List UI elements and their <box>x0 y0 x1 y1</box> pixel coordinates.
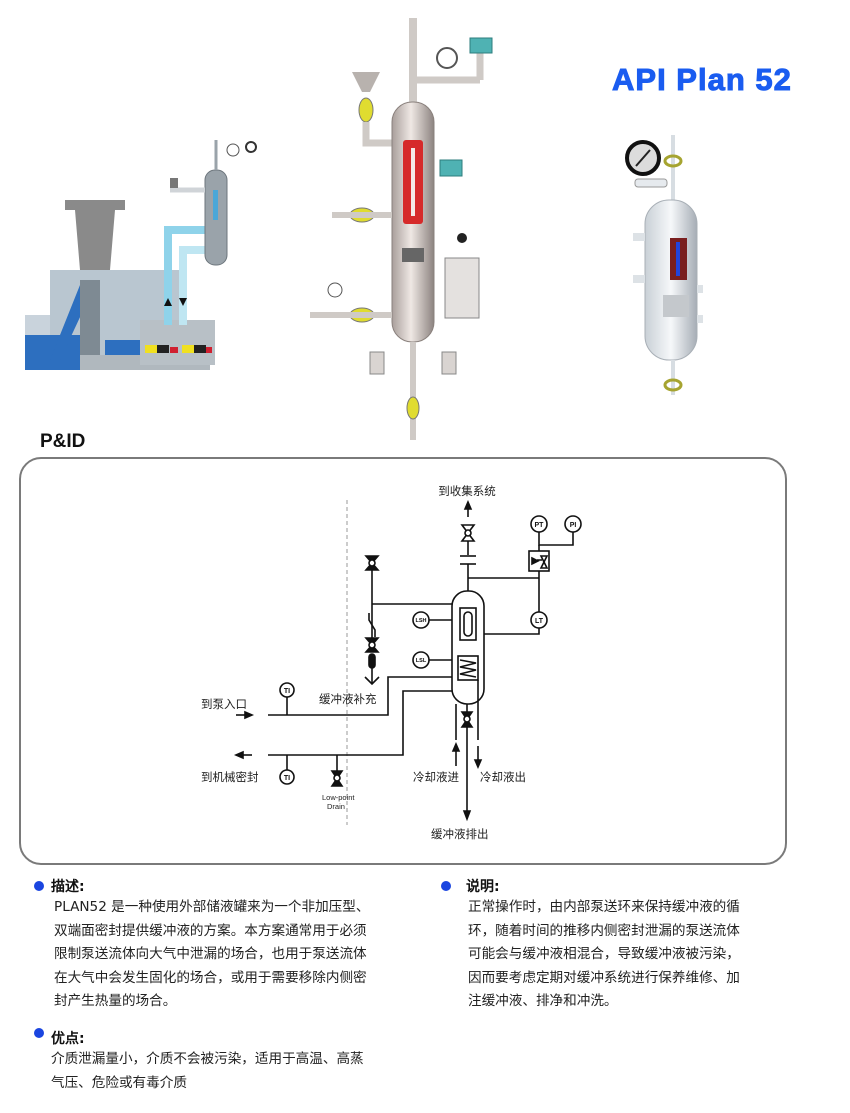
pressure-gauge-icon <box>436 47 458 69</box>
notes-line: 正常操作时，由内部泵送环来保持缓冲液的循 <box>468 899 740 915</box>
arrow-right-icon <box>244 710 255 720</box>
seal-gland <box>140 320 215 365</box>
line-to-mech-seal <box>268 690 452 756</box>
valve-ring-icon <box>663 154 683 168</box>
notes-line: 环，随着时间的推移内侧密封泄漏的泵送流体 <box>468 922 740 939</box>
label-buffer-drain: 缓冲液排出 <box>431 827 489 841</box>
fill-funnel <box>352 72 380 92</box>
flow-arrow-up-icon <box>164 298 172 306</box>
transmitter-icon <box>469 37 493 54</box>
label-to-mech-seal: 到机械密封 <box>201 770 259 784</box>
lsh-label: LSH <box>416 618 427 624</box>
coolant-out-arrow-icon <box>473 759 483 770</box>
nameplate <box>402 248 424 262</box>
notes-body: 正常操作时，由内部泵送环来保持缓冲液的循 环，随着时间的推移内侧密封泄漏的泵送流… <box>468 896 740 1014</box>
bullet-icon <box>34 1028 44 1038</box>
pump-nozzle <box>65 200 125 270</box>
pressure-gauge-icon <box>327 282 343 298</box>
pi-label: PI <box>570 522 577 529</box>
instrument-ti-1 <box>279 682 295 698</box>
coolant-in-arrow-icon <box>451 741 461 752</box>
pid-label: P&ID <box>40 431 86 452</box>
notes-heading: 说明: <box>466 879 500 895</box>
pt-label: PT <box>535 522 545 529</box>
arrow-down-open-icon <box>364 676 380 686</box>
page-title: API Plan 52 <box>612 62 792 98</box>
notes-line: 因而要考虑定期对缓冲系统进行保养维修、加 <box>468 969 740 986</box>
description-line: 在大气中会发生固化的场合，或用于需要移除内侧密 <box>54 969 367 986</box>
arrow-left-icon <box>233 750 244 760</box>
advantages-heading: 优点: <box>51 1031 85 1047</box>
label-coolant-out: 冷却液出 <box>480 770 526 784</box>
pid-frame <box>19 457 787 865</box>
arrow-down-icon <box>462 810 472 822</box>
label-low-point: Low-point <box>322 793 355 802</box>
advantages-line: 气压、危险或有毒介质 <box>51 1074 187 1091</box>
check-valve-icon <box>368 613 376 637</box>
supply-pipe <box>164 226 205 325</box>
advantages-line: 介质泄漏量小，介质不会被污染，适用于高温、高蒸 <box>51 1051 364 1067</box>
instrument-ti-2 <box>279 769 295 785</box>
pressure-gauge-icon <box>226 143 240 157</box>
label-buffer-makeup: 缓冲液补充 <box>319 692 377 706</box>
ti-label-1: TI <box>284 688 290 695</box>
line-to-pump-inlet <box>268 676 452 716</box>
label-coolant-in: 冷却液进 <box>413 770 459 784</box>
flow-arrow-down-icon <box>179 298 187 306</box>
shaft <box>80 280 100 365</box>
arrow-up-icon <box>463 499 473 510</box>
lt-label: LT <box>535 618 544 625</box>
notes-line: 可能会与缓冲液相混合，导致缓冲液被污染， <box>468 946 740 962</box>
transmitter-icon <box>439 159 463 177</box>
description-line: 限制泵送流体向大气中泄漏的场合，也用于泵送流体 <box>54 946 367 962</box>
notes-line: 注缓冲液、排净和冲洗。 <box>468 993 618 1009</box>
valve-ring-icon <box>663 378 683 392</box>
ti-label-2: TI <box>284 775 290 782</box>
lsl-label: LSL <box>416 658 427 664</box>
bullet-icon <box>441 881 451 891</box>
bullet-icon <box>34 881 44 891</box>
valve-yellow-icon <box>406 396 420 420</box>
reservoir-assembly-illustration <box>310 18 493 440</box>
advantages-body: 介质泄漏量小，介质不会被污染，适用于高温、高蒸 气压、危险或有毒介质 <box>51 1048 364 1095</box>
description-line: PLAN52 是一种使用外部储液罐来为一个非加压型、 <box>54 899 370 915</box>
level-switch-box <box>444 257 480 319</box>
description-heading: 描述: <box>51 879 85 895</box>
pump-seal-system-illustration <box>25 140 257 370</box>
description-body: PLAN52 是一种使用外部储液罐来为一个非加压型、 双端面密封提供缓冲液的方案… <box>54 896 369 1014</box>
label-drain: Drain <box>327 802 345 811</box>
label-to-collection: 到收集系统 <box>438 484 496 498</box>
sight-glass-icon <box>459 607 477 641</box>
quick-connect-icon <box>368 653 376 669</box>
description-line: 封产生热量的场合。 <box>54 993 177 1009</box>
label-to-pump-inlet: 到泵入口 <box>201 697 247 711</box>
description-line: 双端面密封提供缓冲液的方案。本方案通常用于必须 <box>54 922 367 939</box>
cooling-coil-icon <box>457 655 479 681</box>
reservoir-3d-illustration <box>625 135 703 395</box>
